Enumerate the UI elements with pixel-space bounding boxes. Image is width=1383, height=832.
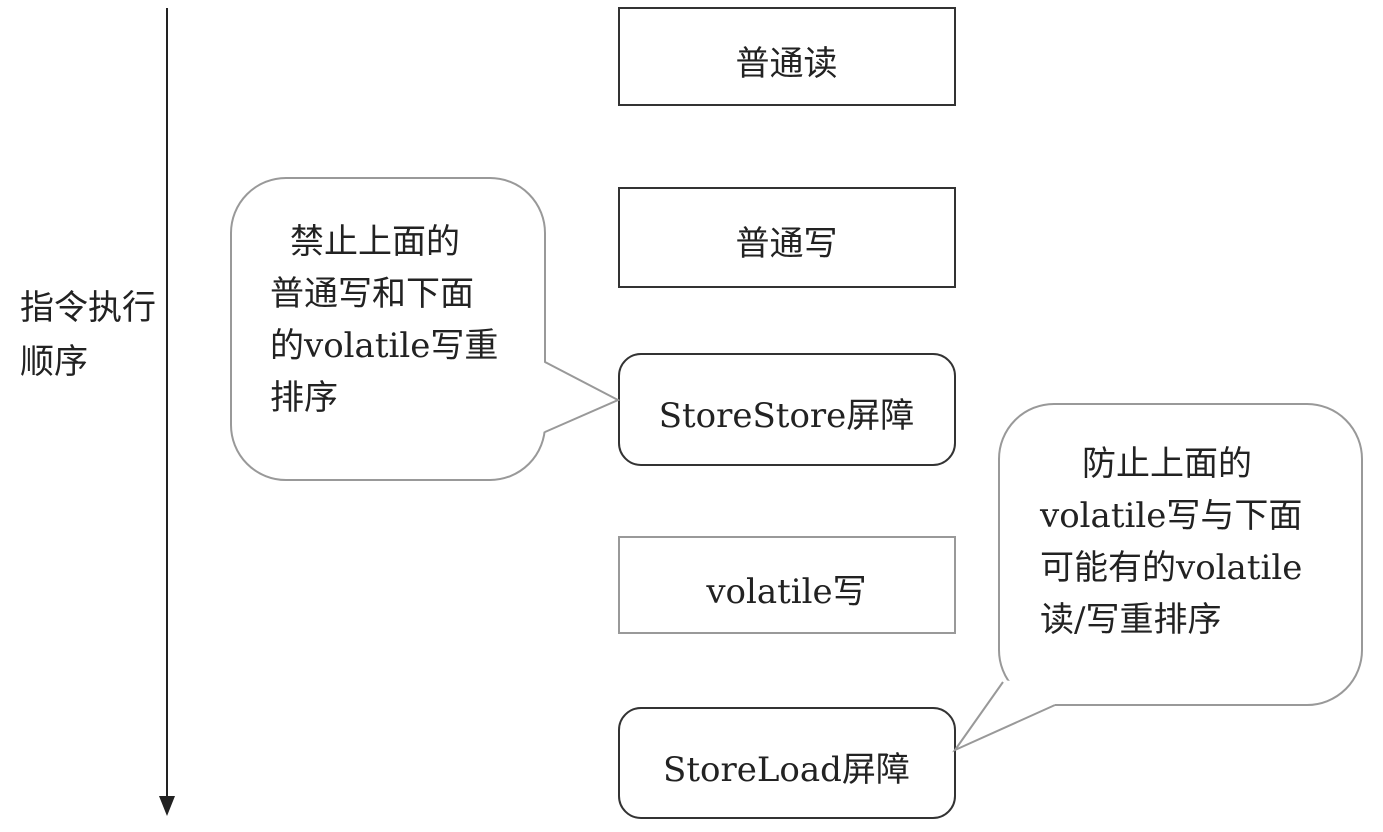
callout-right-line: 可能有的volatile [1040, 548, 1303, 588]
callout-right-line: 防止上面的 [1082, 444, 1252, 484]
callout-left-line: 禁止上面的 [290, 222, 460, 262]
box-storestore-barrier [618, 353, 956, 466]
callout-right-bubble [952, 403, 1363, 753]
box-normal-read [618, 7, 956, 106]
axis-label-line2: 顺序 [20, 342, 88, 382]
axis-label-line1: 指令执行 [20, 288, 156, 328]
callout-right-line: volatile写与下面 [1040, 496, 1303, 536]
callout-left-line: 普通写和下面 [270, 274, 474, 314]
box-storeload-barrier [618, 707, 956, 819]
box-label-volatile-write: volatile写 [706, 572, 867, 612]
box-normal-write [618, 187, 956, 288]
box-label-storeload: StoreLoad屏障 [663, 750, 910, 790]
callout-left-bubble [230, 177, 621, 481]
callout-left-line: 排序 [270, 378, 338, 418]
box-label-storestore: StoreStore屏障 [658, 396, 915, 436]
callout-left-line: 的volatile写重 [270, 326, 499, 366]
box-label-normal-read: 普通读 [735, 44, 838, 84]
execution-order-arrow [159, 8, 175, 816]
box-volatile-write [618, 536, 956, 634]
callout-right-line: 读/写重排序 [1040, 600, 1222, 640]
box-label-normal-write: 普通写 [735, 224, 838, 264]
